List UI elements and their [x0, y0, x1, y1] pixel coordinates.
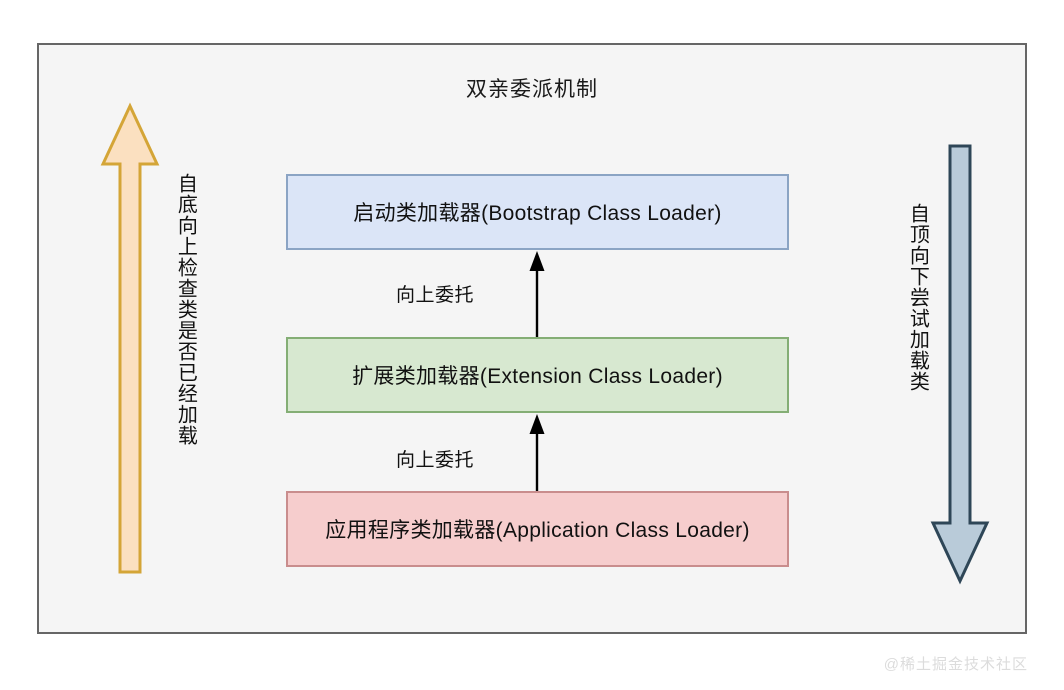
bootstrap-class-loader-box[interactable]: 启动类加载器(Bootstrap Class Loader)	[286, 174, 789, 250]
extension-class-loader-label: 扩展类加载器(Extension Class Loader)	[352, 365, 723, 388]
right-arrow-caption: 自顶向下尝试加载类	[906, 203, 929, 392]
application-class-loader-label: 应用程序类加载器(Application Class Loader)	[325, 519, 750, 542]
delegation-arrow-application-to-extension	[525, 413, 549, 501]
bootstrap-class-loader-label: 启动类加载器(Bootstrap Class Loader)	[353, 202, 722, 225]
arrow-up-icon	[100, 102, 160, 574]
arrow-up-thin-icon	[529, 251, 545, 338]
delegation-label-upper: 向上委托	[396, 285, 475, 306]
arrow-down-icon	[930, 144, 990, 585]
extension-class-loader-box[interactable]: 扩展类加载器(Extension Class Loader)	[286, 337, 789, 413]
application-class-loader-box[interactable]: 应用程序类加载器(Application Class Loader)	[286, 491, 789, 567]
delegation-arrow-extension-to-bootstrap	[525, 250, 549, 338]
left-arrow-caption: 自底向上检查类是否已经加载	[174, 173, 197, 446]
arrow-up-thin-icon	[529, 414, 545, 501]
delegation-label-lower: 向上委托	[396, 450, 475, 471]
diagram-canvas: 双亲委派机制 自底向上检查类是否已经加载 自顶向下尝试加载类 启动类加载器(Bo…	[37, 43, 1027, 634]
top-down-arrow	[929, 142, 991, 585]
watermark: @稀土掘金技术社区	[883, 656, 1028, 673]
bottom-up-arrow	[99, 102, 161, 576]
page-title: 双亲委派机制	[466, 78, 598, 101]
